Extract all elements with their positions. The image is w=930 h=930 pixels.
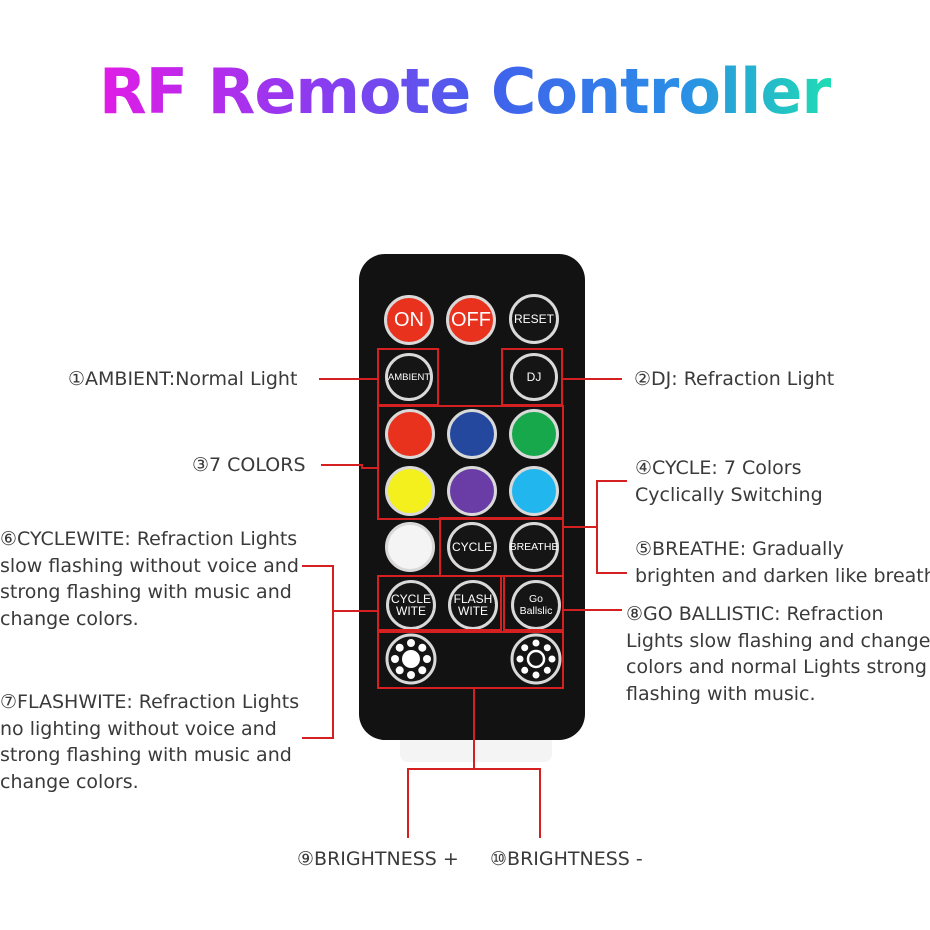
go-ballistic-button[interactable]: Go Ballslic — [511, 580, 561, 630]
flash-wite-label-line-2: WITE — [458, 604, 488, 618]
go-ballistic-label-line-1: Go — [528, 593, 543, 605]
cycle-breathe-leader-line — [596, 480, 627, 574]
brightness-up-icon[interactable] — [385, 633, 437, 685]
label-flashwite: ⑦FLASHWITE: Refraction Lights no lightin… — [0, 689, 299, 795]
colors-highlight-box — [377, 405, 564, 520]
label-flashwite-line-2: no lighting without voice and — [0, 717, 277, 740]
off-button-label: OFF — [451, 308, 491, 331]
color-button-dark-blue[interactable] — [447, 409, 497, 459]
breathe-button[interactable]: BREATHE — [509, 522, 559, 572]
cycle-flash-highlight-box — [377, 575, 502, 631]
label-flashwite-line-3: strong flashing with music and — [0, 744, 292, 766]
color-button-purple[interactable] — [447, 466, 497, 516]
label-dj: ②DJ: Refraction Light — [634, 366, 834, 393]
label-breathe-line-2: brighten and darken like breath — [635, 564, 930, 587]
flash-wite-button[interactable]: FLASH WITE — [448, 580, 498, 630]
label-brightness-up: ⑨BRIGHTNESS + — [297, 846, 459, 873]
cycle-button[interactable]: CYCLE — [447, 522, 497, 572]
label-cycle: ④CYCLE: 7 Colors Cyclically Switching — [635, 455, 823, 508]
brightness-highlight-box — [377, 631, 564, 689]
go-ballistic-highlight-box — [503, 575, 564, 631]
color-button-cyan[interactable] — [509, 466, 559, 516]
reset-button[interactable]: RESET — [509, 294, 559, 344]
color-button-green[interactable] — [509, 409, 559, 459]
label-cyclewite-line-3: strong flashing with music and — [0, 581, 292, 603]
label-brightness-down-line-1: ⑩BRIGHTNESS - — [490, 848, 643, 870]
color-button-yellow[interactable] — [385, 466, 435, 516]
colors-leader-line — [321, 464, 378, 469]
breathe-button-label: BREATHE — [509, 541, 559, 553]
label-brightness-up-line-1: ⑨BRIGHTNESS + — [297, 848, 459, 870]
cycle-breathe-highlight-box — [439, 517, 564, 577]
cyclewite-flashwite-leader-line — [302, 565, 334, 739]
label-cyclewite-line-2: slow flashing without voice and — [0, 554, 299, 577]
color-button-red[interactable] — [385, 409, 435, 459]
on-button-label: ON — [394, 308, 424, 331]
flash-wite-label-line-1: FLASH — [453, 592, 493, 606]
dj-button[interactable]: DJ — [510, 353, 558, 401]
dj-button-label: DJ — [526, 370, 542, 384]
cycle-wite-label-line-2: WITE — [396, 604, 426, 618]
ambient-button[interactable]: AMBIENT — [385, 353, 433, 401]
ambient-button-label: AMBIENT — [387, 371, 431, 383]
remote-battery-tab — [400, 738, 552, 762]
label-cyclewite-line-4: change colors. — [0, 607, 139, 630]
color-button-white[interactable] — [385, 522, 435, 572]
cycle-button-label: CYCLE — [451, 540, 492, 554]
on-button[interactable]: ON — [384, 295, 434, 345]
label-breathe: ⑤BREATHE: Gradually brighten and darken … — [635, 536, 930, 589]
label-cycle-line-1: ④CYCLE: 7 Colors — [635, 457, 802, 479]
brightness-down-icon[interactable] — [510, 633, 562, 685]
label-flashwite-line-4: change colors. — [0, 770, 139, 793]
label-colors-line-1: ③7 COLORS — [192, 454, 306, 476]
label-colors: ③7 COLORS — [192, 452, 306, 479]
off-button[interactable]: OFF — [446, 295, 496, 345]
go-ballistic-label-line-2: Ballslic — [519, 605, 553, 617]
label-go-ballistic-line-2: Lights slow flashing and change — [626, 629, 930, 652]
label-dj-line-1: ②DJ: Refraction Light — [634, 368, 835, 390]
cycle-wite-button[interactable]: CYCLE WITE — [386, 580, 436, 630]
label-ambient-line-1: ①AMBIENT:Normal Light — [68, 368, 298, 390]
label-cyclewite-line-1: ⑥CYCLEWITE: Refraction Lights — [0, 528, 298, 550]
label-go-ballistic-line-3: colors and normal Lights strong — [626, 656, 927, 678]
page-title: RF Remote Controller — [98, 55, 832, 128]
label-flashwite-line-1: ⑦FLASHWITE: Refraction Lights — [0, 691, 300, 713]
label-ambient: ①AMBIENT:Normal Light — [68, 366, 297, 393]
label-go-ballistic-line-4: flashing with music. — [626, 682, 816, 705]
reset-button-label: RESET — [513, 312, 554, 326]
brightness-leader-line — [407, 768, 541, 838]
label-go-ballistic-line-1: ⑧GO BALLISTIC: Refraction — [626, 603, 884, 625]
label-go-ballistic: ⑧GO BALLISTIC: Refraction Lights slow fl… — [626, 601, 930, 707]
label-cyclewite: ⑥CYCLEWITE: Refraction Lights slow flash… — [0, 526, 299, 632]
label-breathe-line-1: ⑤BREATHE: Gradually — [635, 538, 844, 560]
label-brightness-down: ⑩BRIGHTNESS - — [490, 846, 643, 873]
dj-highlight-box — [501, 348, 563, 406]
cycle-wite-label-line-1: CYCLE — [390, 592, 431, 606]
ambient-highlight-box — [377, 348, 439, 406]
label-cycle-line-2: Cyclically Switching — [635, 483, 823, 506]
